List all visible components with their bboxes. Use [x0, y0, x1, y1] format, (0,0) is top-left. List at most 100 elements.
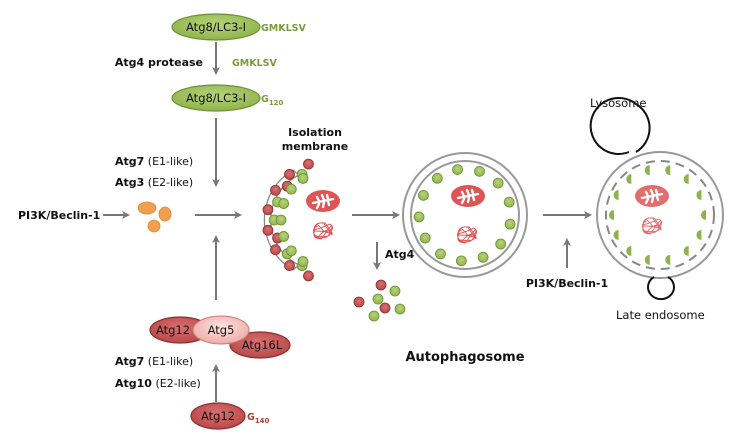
red-dot: [375, 279, 387, 291]
released-lc3-dots: [353, 279, 406, 322]
atg3-label: Atg3 (E2-like): [115, 176, 193, 189]
degrading-lc3-dot: [665, 254, 671, 265]
lc3-processed-ellipse: [171, 84, 261, 112]
autophagosome-label: Autophagosome: [405, 350, 524, 365]
autophagosome-inner-membrane: [410, 160, 520, 270]
protein-aggregate: [312, 222, 334, 240]
atg12-atg5-atg16l-complex: Atg12 Atg5 Atg16L: [149, 315, 291, 359]
degrading-lc3-dot: [683, 174, 689, 185]
green-dot: [419, 232, 431, 244]
atg4-protease-label: Atg4 protease: [115, 56, 203, 69]
green-dot: [503, 196, 515, 208]
late-endosome-outline: [647, 276, 675, 301]
green-dot: [278, 231, 290, 242]
atg16l-label: Atg16L: [242, 338, 283, 352]
lc3-tail-sequence: GMKLSV: [261, 23, 307, 34]
green-dot: [389, 285, 401, 297]
degrading-lc3-dot: [696, 229, 702, 240]
isolation-label-1: Isolation: [288, 126, 342, 139]
red-dot: [303, 158, 314, 170]
degrading-lc3-dot: [613, 229, 619, 240]
red-dot: [262, 204, 274, 216]
atg12-precursor-label: Atg12: [201, 409, 235, 423]
lc3-precursor-ellipse: [171, 13, 261, 41]
lc3-g120-label: G120: [261, 94, 284, 107]
autolysosome-degrading-lc3: [609, 165, 706, 265]
mitochondrion: [306, 190, 340, 212]
autolysosome: [589, 97, 724, 301]
green-dot: [474, 165, 485, 177]
lc3-precursor: Atg8/LC3-I GMKLSV: [171, 13, 307, 41]
green-dot: [297, 256, 309, 267]
green-dot: [495, 238, 507, 250]
lc3-processed: Atg8/LC3-I G120: [171, 84, 284, 112]
atg16l-ellipse: [229, 331, 291, 359]
lc3-precursor-label: Atg8/LC3-I: [186, 20, 246, 34]
atg10-label: Atg10 (E2-like): [115, 377, 201, 390]
autophagosome-mitochondrion: [451, 185, 485, 207]
cristae: [311, 193, 335, 210]
degrading-lc3-dot: [609, 210, 614, 220]
autolysosome-inner-membrane: [605, 160, 715, 270]
degrading-lc3-dot: [696, 190, 702, 201]
atg5-ellipse: [192, 315, 250, 345]
autolysosome-outer-membrane: [596, 151, 724, 279]
green-dot: [504, 218, 516, 230]
red-dot: [270, 184, 281, 196]
atg4-label: Atg4: [385, 248, 415, 261]
red-dot: [262, 224, 274, 236]
degrading-mitochondrion: [635, 185, 669, 235]
cristae: [456, 188, 480, 205]
atg5-label: Atg5: [208, 323, 235, 337]
aggregate-squiggle: [456, 226, 478, 244]
pi3k-beclin-left-label: PI3K/Beclin-1: [18, 209, 100, 222]
isolation-label-2: membrane: [282, 140, 348, 153]
green-dot: [278, 198, 290, 209]
red-dot: [353, 296, 365, 308]
degrading-lc3-dot: [665, 165, 671, 176]
degrading-lc3-dot: [626, 174, 632, 185]
autophagosome-aggregate: [456, 226, 478, 244]
green-dot: [285, 183, 297, 195]
cleaved-tail-label: GMKLSV: [232, 58, 278, 69]
late-endosome-label: Late endosome: [616, 308, 705, 322]
membrane-lc3-dots: [262, 158, 314, 282]
green-dot: [285, 245, 297, 257]
green-dot: [372, 293, 384, 305]
degrading-lc3-dot: [644, 165, 650, 176]
green-dot: [492, 177, 504, 189]
aggregate-squiggle: [312, 222, 334, 240]
atg7-bottom-label: Atg7 (E1-like): [115, 355, 193, 368]
atg12-g140-label: G140: [247, 412, 270, 425]
green-dot: [455, 255, 467, 267]
atg7-top-label: Atg7 (E1-like): [115, 155, 193, 168]
green-dot: [297, 173, 309, 184]
green-dot: [413, 211, 425, 223]
lc3-processed-label: Atg8/LC3-I: [186, 91, 246, 105]
red-dot: [379, 302, 391, 314]
red-dot: [303, 270, 314, 282]
degrading-lc3-dot: [701, 210, 706, 220]
cristae: [640, 188, 664, 205]
autophagosome-lc3-dots: [413, 164, 516, 267]
atg12-precursor-ellipse: [190, 402, 246, 430]
red-dot: [284, 169, 295, 180]
degrading-lc3-dot: [626, 245, 632, 256]
green-dot: [368, 310, 380, 322]
degrading-lc3-dot: [644, 254, 650, 265]
red-dot: [284, 260, 295, 271]
lysosome-label: Lysosome: [590, 96, 647, 110]
autophagosome: [402, 152, 528, 278]
green-dot: [477, 251, 489, 263]
lysosome-outline: [589, 97, 651, 155]
green-dot: [394, 303, 406, 315]
aggregate-squiggle: [641, 217, 663, 235]
orange-vesicles: [137, 201, 172, 233]
degrading-lc3-dot: [683, 245, 689, 256]
red-dot: [270, 244, 281, 256]
degrading-lc3-dot: [613, 190, 619, 201]
pi3k-beclin-right-label: PI3K/Beclin-1: [526, 277, 608, 290]
green-dot: [418, 189, 429, 201]
green-dot: [275, 214, 287, 226]
green-dot: [431, 172, 443, 184]
